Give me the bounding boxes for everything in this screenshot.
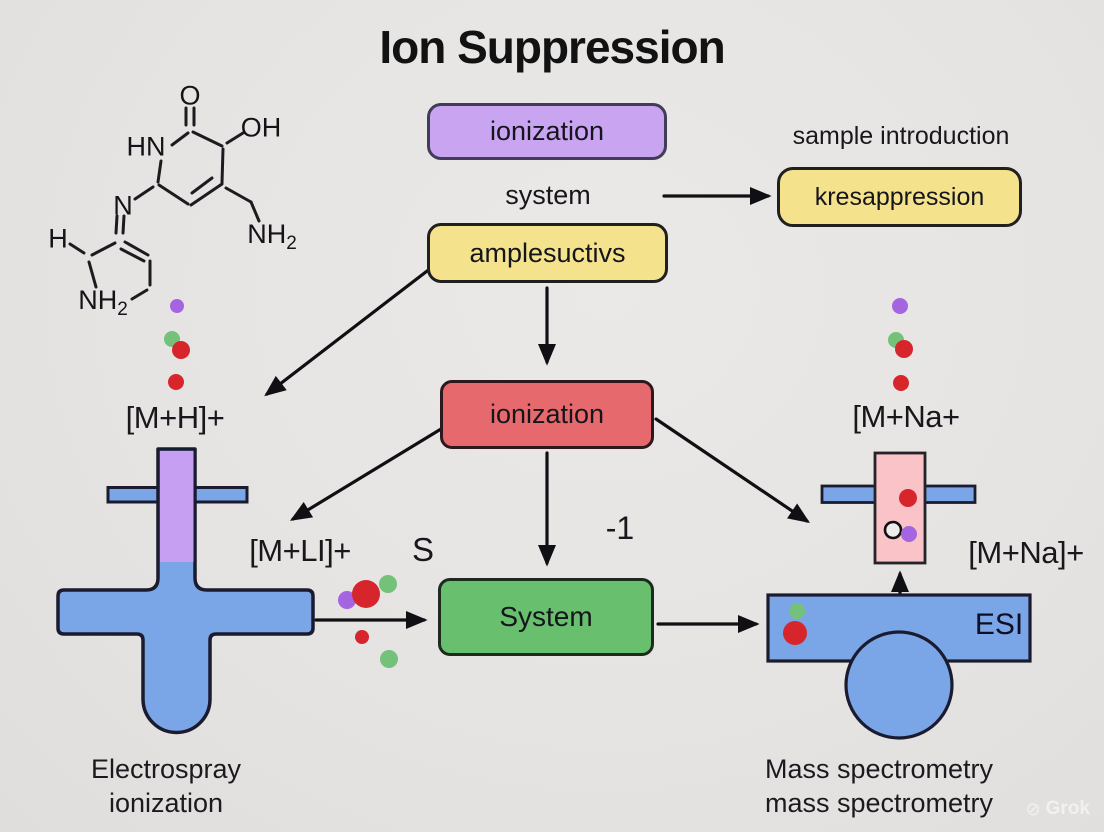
left-ion-dots xyxy=(164,299,190,390)
caption-line: Mass spectrometry xyxy=(765,754,994,784)
atom-text: NH xyxy=(247,218,287,249)
mass-spec-caption: Mass spectrometry mass spectrometry xyxy=(765,752,993,820)
ion-label-m-plus-li: [M+LI]+ xyxy=(249,533,351,568)
right-ion-dots xyxy=(888,298,913,391)
atom-label-n: N xyxy=(113,190,133,221)
analyte-dot-red xyxy=(355,630,369,644)
electrospray-caption: Electrospray ionization xyxy=(91,752,241,820)
arrow-samples-to-mh xyxy=(264,266,433,397)
electrospray-device xyxy=(56,447,315,735)
analyte-dot-purple xyxy=(892,298,908,314)
esi-purple-liquid xyxy=(160,451,194,562)
atom-subscript: 2 xyxy=(286,233,297,255)
ion-label-m-plus-h: [M+H]+ xyxy=(125,400,225,435)
analyte-dot-red xyxy=(893,375,909,391)
capillary-device xyxy=(820,451,977,565)
molecule-skeleton xyxy=(68,106,261,301)
caption-line: Electrospray xyxy=(90,754,242,784)
analyte-dot-red xyxy=(172,341,190,359)
atom-label-nh2-bottom: NH2 xyxy=(78,285,128,321)
atom-subscript: 2 xyxy=(117,299,128,321)
ion-label-m-plus-na-partial: [M+Na+ xyxy=(852,399,960,434)
atom-label-hn: HN xyxy=(126,131,166,162)
grok-logo-icon: ⊘ xyxy=(1025,798,1041,819)
esi-body-shape xyxy=(56,447,315,735)
atom-text: NH xyxy=(78,284,118,315)
caption-line: mass spectrometry xyxy=(765,788,994,818)
system-label: system xyxy=(505,180,591,210)
capillary-open-circle xyxy=(883,520,903,540)
atom-label-o: O xyxy=(179,80,201,111)
ionization-top-box: ionization xyxy=(427,103,667,160)
analyte-dot-red xyxy=(168,374,184,390)
capillary-purple-dot xyxy=(901,526,917,542)
atom-label-oh: OH xyxy=(240,112,282,143)
sample-introduction-label: sample introduction xyxy=(792,122,1010,150)
capillary-tube xyxy=(873,451,927,565)
grok-watermark: ⊘ Grok xyxy=(1026,798,1090,820)
ion-label-m-plus-na: [M+Na]+ xyxy=(968,535,1084,570)
spray-ion-dots xyxy=(338,575,398,668)
atom-label-h: H xyxy=(48,223,68,254)
minus-one-label: -1 xyxy=(605,510,635,546)
suppression-box: kresappression xyxy=(777,167,1022,227)
ionization-center-box: ionization xyxy=(440,380,654,449)
mass-spectrometer xyxy=(766,593,1032,740)
analyte-dot-purple xyxy=(338,591,356,609)
analyte-dot-green xyxy=(380,650,398,668)
analyte-dot-green xyxy=(379,575,397,593)
ms-green-dot xyxy=(789,603,805,619)
arrow-ionization-to-capillary xyxy=(654,417,810,524)
samples-box: amplesuctivs xyxy=(427,223,668,283)
analyte-dot-red xyxy=(352,580,380,608)
page-title: Ion Suppression xyxy=(379,21,725,73)
esi-label: ESI xyxy=(974,608,1024,641)
ms-red-dot xyxy=(783,621,807,645)
arrow-ionization-to-mli xyxy=(289,427,443,521)
flow-arrows xyxy=(264,187,909,633)
watermark-text: Grok xyxy=(1045,798,1090,819)
caption-line: ionization xyxy=(108,788,224,818)
s-label: S xyxy=(411,531,435,568)
analyte-dot-purple xyxy=(170,299,184,313)
atom-label-nh2-right: NH2 xyxy=(247,219,297,255)
capillary-red-dot xyxy=(899,489,917,507)
ms-sphere xyxy=(844,630,954,740)
system-box: System xyxy=(438,578,654,656)
analyte-dot-red xyxy=(895,340,913,358)
